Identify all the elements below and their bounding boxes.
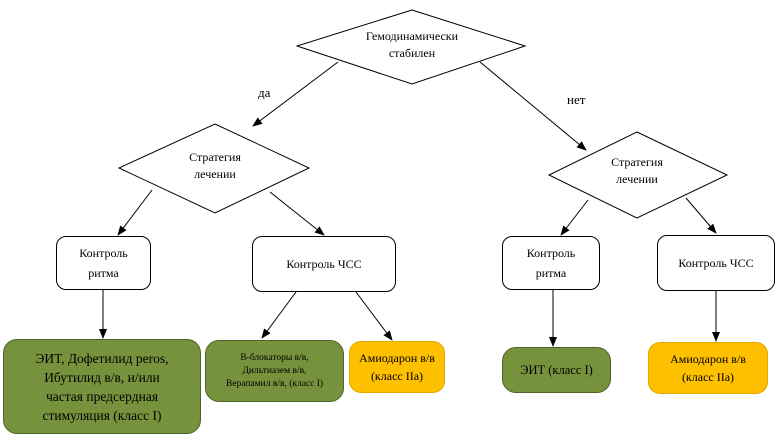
edge-root-to-left [252, 61, 339, 127]
edge-label-no: нет [567, 92, 586, 107]
edge-root-to-right [479, 61, 587, 151]
left-strategy-diamond [117, 123, 311, 214]
right-rate-control-box: Контроль ЧСС [657, 235, 775, 291]
edge-left-to-rhythm [117, 189, 153, 236]
edge-left-rate-to-amio [355, 291, 393, 341]
left-rate-control-box: Контроль ЧСС [252, 236, 396, 292]
left-strategy-label: Стратегия лечении [189, 150, 241, 181]
left-rhythm-result-box: ЭИТ, Дофетилид peros, Ибутилид в/в, и/ил… [3, 339, 201, 434]
edge-label-yes: да [258, 85, 271, 100]
left-rate-amiodarone-box: Амиодарон в/в (класс IIa) [349, 341, 445, 393]
root-decision-label: Гемодинамически стабилен [365, 29, 459, 60]
edge-left-to-rate [269, 191, 325, 236]
right-strategy-label: Стратегия лечении [611, 155, 663, 186]
right-rhythm-result-box: ЭИТ (класс I) [502, 347, 611, 393]
left-rhythm-control-box: Контроль ритма [56, 236, 151, 290]
edge-right-to-rate [685, 197, 717, 234]
left-rate-beta-blockers-box: В-блокаторы в/в, Дильтиазем в/в, Верапам… [205, 340, 344, 402]
root-decision-diamond [295, 9, 527, 85]
edge-left-rate-to-bb [261, 291, 297, 339]
right-strategy-diamond [547, 131, 729, 219]
edge-right-to-rhythm [560, 199, 589, 236]
right-rhythm-control-box: Контроль ритма [502, 236, 600, 290]
right-rate-amiodarone-box: Амиодарон в/в (класс IIa) [648, 342, 768, 394]
